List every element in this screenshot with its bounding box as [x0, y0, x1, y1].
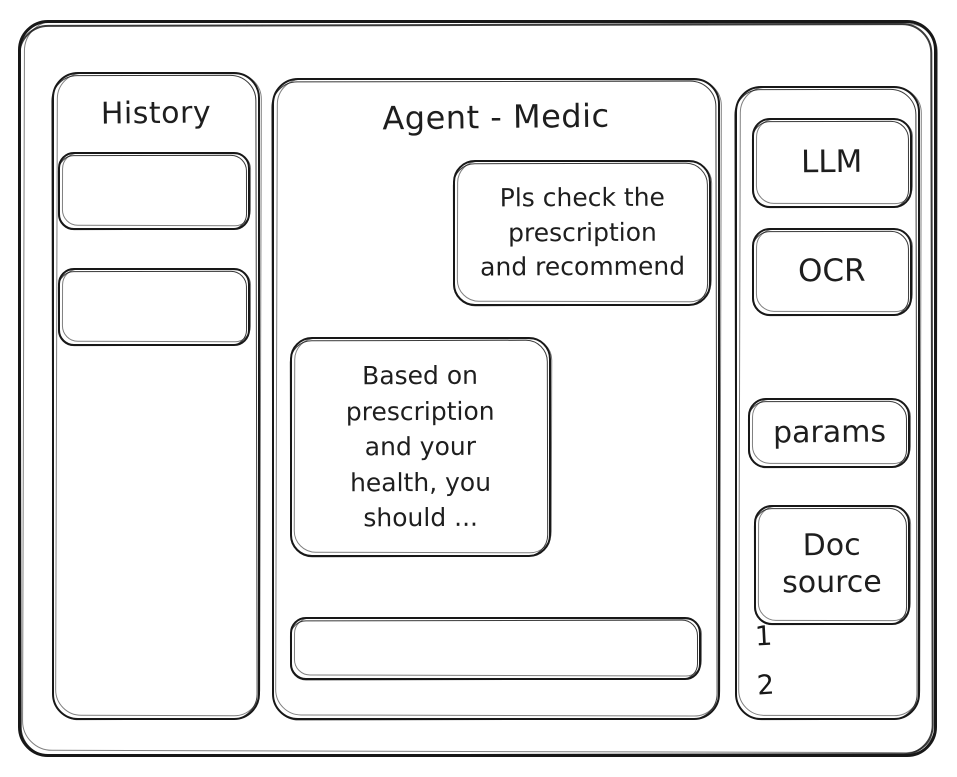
app-window-frame	[18, 20, 937, 757]
history-item[interactable]	[58, 268, 250, 346]
tools-panel	[735, 86, 920, 720]
agent-main-panel	[272, 78, 720, 720]
chat-message-user: Pls check the prescription and recommend	[453, 160, 711, 306]
tool-button-ocr[interactable]: OCR	[752, 228, 912, 316]
chat-message-assistant: Based on prescription and your health, y…	[290, 337, 551, 557]
history-panel	[52, 72, 260, 720]
chat-message-assistant-text: Based on prescription and your health, y…	[345, 360, 495, 533]
tool-button-params-label: params	[772, 414, 886, 451]
history-item[interactable]	[58, 152, 250, 230]
message-input[interactable]	[290, 617, 701, 680]
tool-button-llm-label: LLM	[801, 143, 863, 181]
tool-button-ocr-label: OCR	[798, 252, 866, 290]
tool-button-doc-source[interactable]: Doc source	[754, 505, 910, 625]
doc-source-list-item[interactable]: 2	[755, 669, 776, 702]
agent-title: Agent - Medic	[382, 96, 610, 138]
tool-button-llm[interactable]: LLM	[752, 118, 912, 208]
history-panel-title: History	[100, 95, 212, 132]
chat-message-user-text: Pls check the prescription and recommend	[479, 182, 685, 282]
doc-source-list-item[interactable]: 1	[754, 620, 773, 653]
tool-button-doc-source-label: Doc source	[782, 528, 883, 601]
tool-button-params[interactable]: params	[748, 398, 910, 468]
